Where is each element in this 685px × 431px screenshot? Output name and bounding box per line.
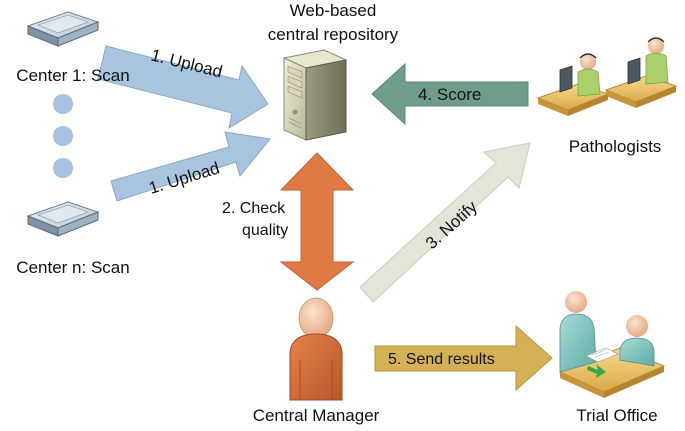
center-n-label: Center n: Scan bbox=[16, 258, 129, 277]
upload-arrow-bottom: 1. Upload bbox=[110, 131, 271, 202]
scanner-icon bbox=[26, 11, 100, 47]
send-results-arrow: 5. Send results bbox=[374, 324, 553, 392]
score-arrow-label: 4. Score bbox=[418, 85, 481, 104]
pathologists-label: Pathologists bbox=[569, 137, 662, 156]
upload-arrow-top: 1. Upload bbox=[97, 45, 269, 130]
score-arrow: 4. Score bbox=[371, 62, 529, 126]
trial-office-label: Trial Office bbox=[576, 406, 657, 425]
notify-arrow: 3. Notify bbox=[359, 142, 531, 303]
person-icon bbox=[289, 297, 343, 401]
ellipsis-dots bbox=[53, 94, 73, 178]
server-icon bbox=[282, 49, 348, 141]
check-quality-arrow: 2. Check quality bbox=[222, 152, 355, 291]
repository-label: Web-based bbox=[290, 1, 377, 20]
office-meeting-icon bbox=[558, 291, 666, 398]
check-quality-label-2: quality bbox=[242, 222, 288, 239]
center-1-label: Center 1: Scan bbox=[16, 66, 129, 85]
repository-label-2: central repository bbox=[268, 25, 399, 44]
send-results-label: 5. Send results bbox=[388, 351, 495, 368]
scanner-icon bbox=[26, 201, 100, 237]
pathologist-workstation-icon bbox=[604, 37, 678, 108]
check-quality-label: 2. Check bbox=[222, 200, 286, 217]
central-manager-label: Central Manager bbox=[253, 406, 380, 425]
pathologist-workstation-icon bbox=[536, 53, 610, 116]
